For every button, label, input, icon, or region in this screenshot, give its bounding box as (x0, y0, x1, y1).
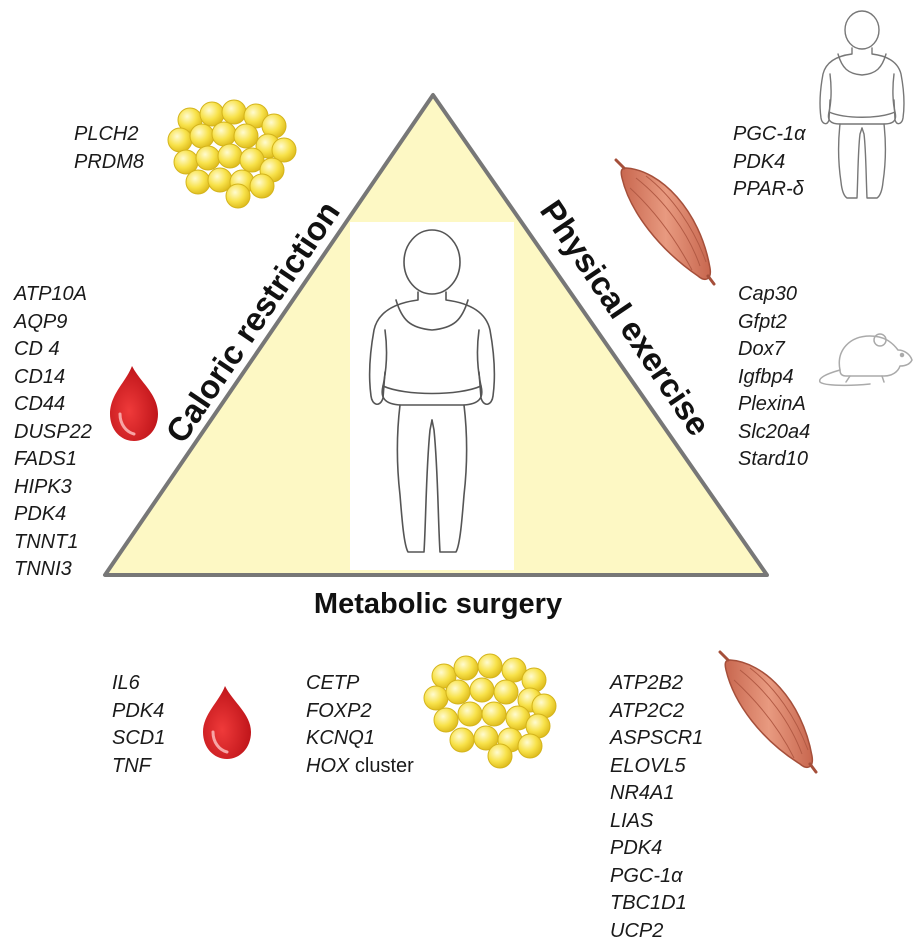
gene-name: ATP2B2 (610, 670, 703, 698)
gene-name: LIAS (610, 808, 703, 836)
gene-cluster-suffix: cluster (349, 755, 413, 777)
gene-list-caloric-blood: ATP10A AQP9 CD 4 CD14 CD44 DUSP22 FADS1 … (14, 281, 92, 584)
blood-drop-icon-caloric (110, 366, 158, 441)
gene-name: PDK4 (610, 835, 703, 863)
human-body-icon-exercise (820, 11, 904, 198)
gene-name-hox: HOX cluster (306, 753, 414, 781)
gene-name: Igfbp4 (738, 364, 810, 392)
gene-name: UCP2 (610, 918, 703, 945)
gene-name: HIPK3 (14, 474, 92, 502)
gene-name: CD44 (14, 391, 92, 419)
gene-name: ATP10A (14, 281, 92, 309)
gene-name: PLCH2 (74, 121, 144, 149)
muscle-icon-surgery (720, 652, 816, 772)
adipose-icon-surgery (424, 654, 556, 768)
gene-name: CETP (306, 670, 414, 698)
gene-name: CD14 (14, 364, 92, 392)
gene-name: IL6 (112, 670, 165, 698)
gene-name: Dox7 (738, 336, 810, 364)
gene-name: TBC1D1 (610, 890, 703, 918)
label-metabolic-surgery: Metabolic surgery (288, 588, 588, 621)
gene-name: TNNT1 (14, 529, 92, 557)
gene-name: PPAR-δ (733, 176, 806, 204)
gene-name: HOX (306, 755, 349, 777)
gene-name: PlexinA (738, 391, 810, 419)
muscle-icon-exercise (616, 160, 714, 284)
gene-name: ELOVL5 (610, 753, 703, 781)
gene-name: PDK4 (112, 698, 165, 726)
center-panel (350, 222, 514, 570)
gene-name: TNF (112, 753, 165, 781)
gene-list-surgery-adipose: CETP FOXP2 KCNQ1 HOX cluster (306, 670, 414, 780)
gene-list-exercise-human: PGC-1α PDK4 PPAR-δ (733, 121, 806, 204)
gene-name: CD 4 (14, 336, 92, 364)
gene-list-exercise-mouse: Cap30 Gfpt2 Dox7 Igfbp4 PlexinA Slc20a4 … (738, 281, 810, 474)
gene-list-surgery-blood: IL6 PDK4 SCD1 TNF (112, 670, 165, 780)
gene-name: SCD1 (112, 725, 165, 753)
gene-name: KCNQ1 (306, 725, 414, 753)
gene-name: AQP9 (14, 309, 92, 337)
gene-name: ATP2C2 (610, 698, 703, 726)
gene-list-surgery-muscle: ATP2B2 ATP2C2 ASPSCR1 ELOVL5 NR4A1 LIAS … (610, 670, 703, 945)
gene-name: ASPSCR1 (610, 725, 703, 753)
gene-name: PRDM8 (74, 149, 144, 177)
gene-name: DUSP22 (14, 419, 92, 447)
gene-name: Gfpt2 (738, 309, 810, 337)
mouse-icon (820, 334, 912, 385)
gene-name: PGC-1α (733, 121, 806, 149)
gene-name: PGC-1α (610, 863, 703, 891)
gene-name: FOXP2 (306, 698, 414, 726)
adipose-icon-caloric (168, 100, 296, 208)
gene-list-caloric-adipose: PLCH2 PRDM8 (74, 121, 144, 176)
gene-name: TNNI3 (14, 556, 92, 584)
gene-name: Slc20a4 (738, 419, 810, 447)
gene-name: NR4A1 (610, 780, 703, 808)
gene-name: FADS1 (14, 446, 92, 474)
gene-name: PDK4 (14, 501, 92, 529)
gene-name: PDK4 (733, 149, 806, 177)
gene-name: Cap30 (738, 281, 810, 309)
gene-name: Stard10 (738, 446, 810, 474)
blood-drop-icon-surgery (203, 686, 251, 759)
